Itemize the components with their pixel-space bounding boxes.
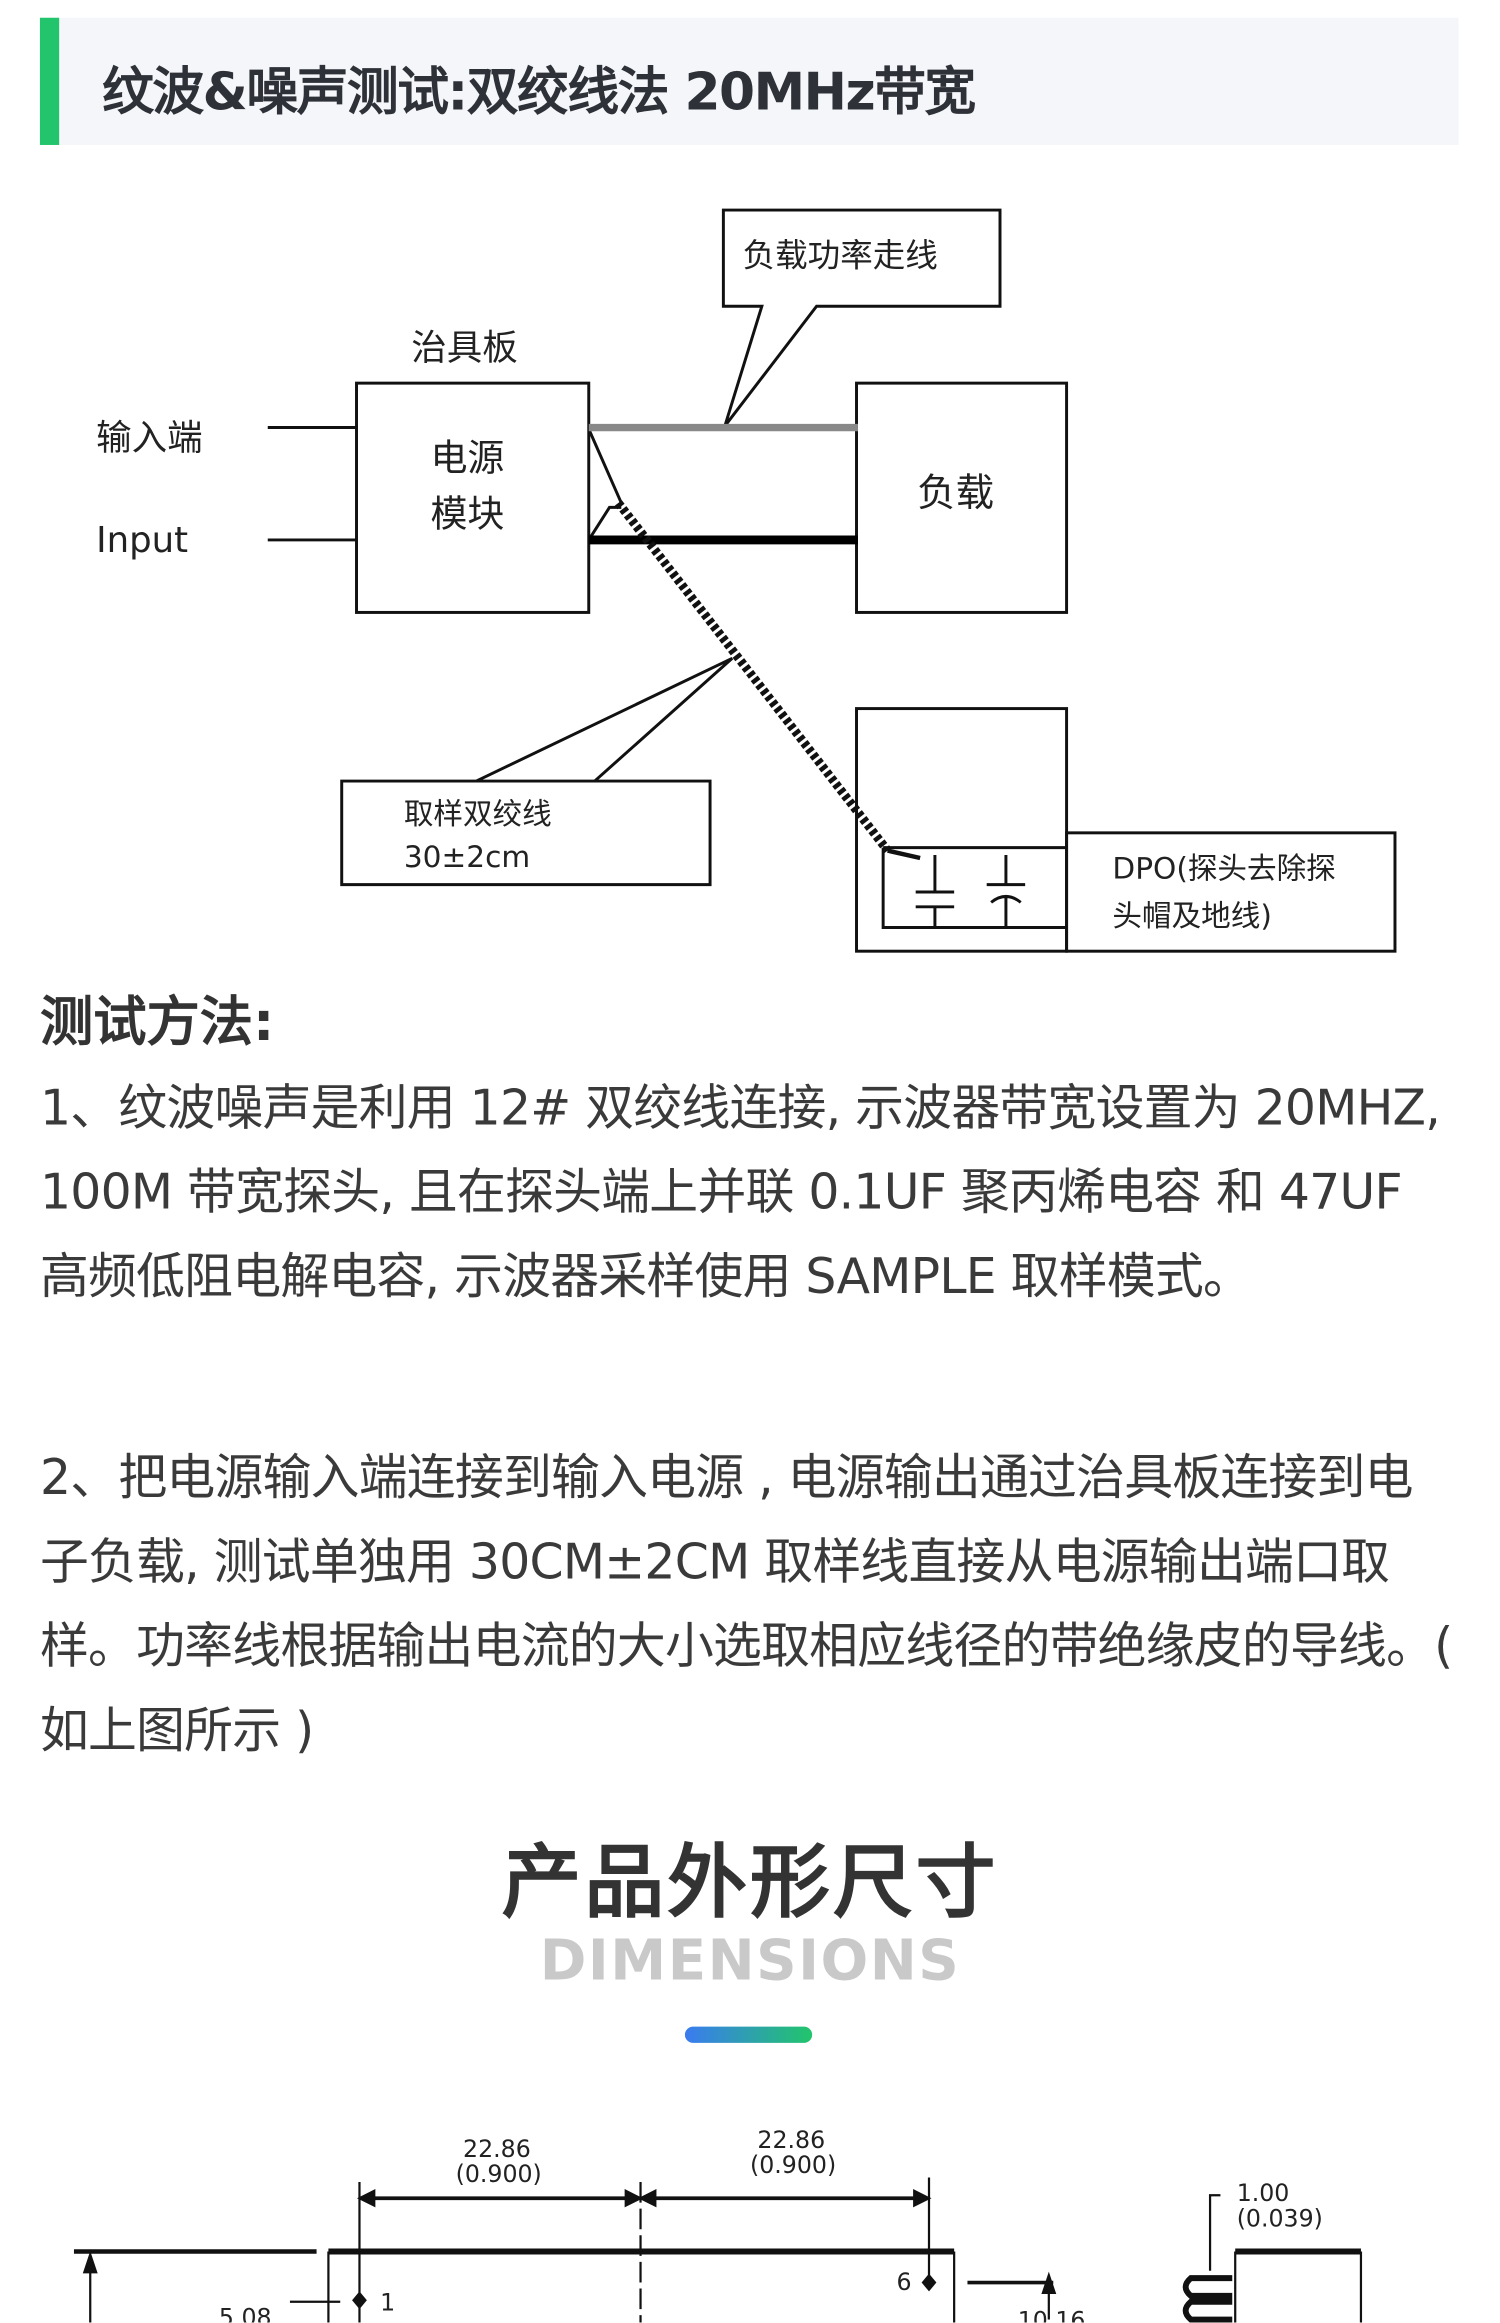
- dim-partial-a: 5.08: [219, 2303, 272, 2322]
- section-header: 纹波&噪声测试:双绞线法 20MHz带宽: [39, 17, 1459, 145]
- load-label: 负载: [917, 471, 994, 516]
- pin6-marker-icon: [921, 2273, 937, 2292]
- dimensions-subtitle: DIMENSIONS: [539, 1927, 961, 1993]
- module-label-2: 模块: [430, 493, 504, 536]
- twisted-pair-wire: [614, 500, 892, 854]
- pin6-label: 6: [896, 2268, 911, 2296]
- header-accent-bar: [39, 17, 60, 145]
- twisted-callout: [340, 656, 734, 887]
- twisted-label-1: 取样双绞线: [404, 797, 552, 831]
- dpo-label-2: 头帽及地线): [1112, 899, 1271, 933]
- dimensions-title: 产品外形尺寸: [501, 1835, 999, 1930]
- dim1-in: (0.900): [456, 2160, 542, 2188]
- method-heading: 测试方法:: [39, 992, 275, 1054]
- module-label-1: 电源: [430, 436, 504, 479]
- dim2-mm: 22.86: [757, 2126, 825, 2154]
- dpo-label-box: [1065, 831, 1397, 953]
- pin-icon: [1182, 2275, 1233, 2323]
- power-trace-callout: [721, 208, 1002, 427]
- section-title: 纹波&噪声测试:双绞线法 20MHz带宽: [102, 63, 976, 123]
- capacitor-icon: [915, 855, 1026, 928]
- input-en-label: Input: [96, 520, 188, 561]
- dim3-in: (0.039): [1237, 2204, 1323, 2232]
- title-accent-bar: [684, 2026, 813, 2043]
- twisted-label-2: 30±2cm: [404, 840, 530, 874]
- dim2-in: (0.900): [750, 2151, 836, 2179]
- module-box: [355, 381, 591, 614]
- pin1-marker-icon: [352, 2291, 367, 2310]
- dimension-drawing: 22.86 (0.900) 22.86 (0.900) 1.00 (0.039)…: [73, 2126, 1363, 2323]
- power-trace-label: 负载功率走线: [743, 236, 938, 274]
- dpo-box: [855, 707, 1069, 953]
- fixture-label: 治具板: [411, 327, 518, 368]
- dpo-label-1: DPO(探头去除探: [1112, 852, 1335, 886]
- dim-partial-b: 10.16: [1018, 2306, 1086, 2322]
- dim1-mm: 22.86: [463, 2135, 531, 2163]
- load-box: [855, 381, 1069, 614]
- ripple-test-diagram: 负载功率走线 治具板 输入端 Input 电源 模块 负载 取样双绞线 30±2…: [96, 208, 1397, 953]
- pin1-label: 1: [380, 2289, 395, 2317]
- dim3-mm: 1.00: [1237, 2179, 1290, 2207]
- input-cn-label: 输入端: [96, 418, 203, 459]
- method-paragraph-2: 2、把电源输入端连接到输入电源 , 电源输出通过治具板连接到电子负载, 测试单独…: [39, 1448, 1453, 1759]
- method-paragraph-1: 1、纹波噪声是利用 12# 双绞线连接, 示波器带宽设置为 20MHZ, 100…: [39, 1078, 1441, 1305]
